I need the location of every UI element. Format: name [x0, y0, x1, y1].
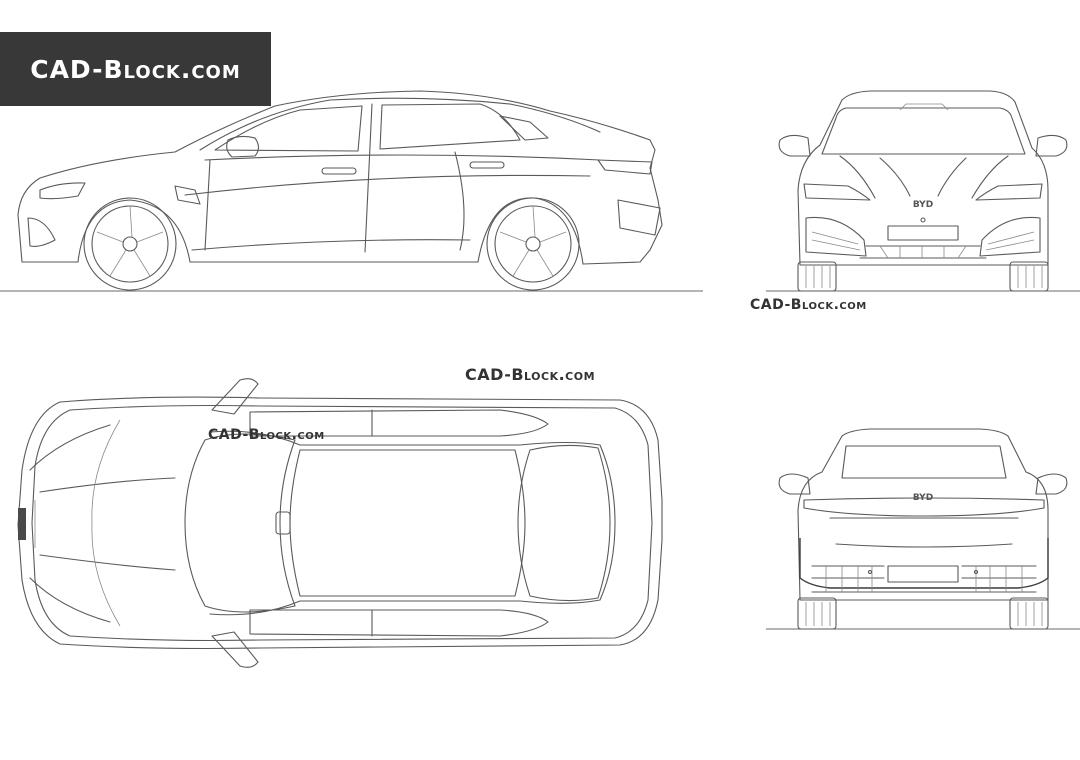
front-intake-left — [806, 217, 866, 256]
top-view — [18, 379, 662, 668]
front-license-plate — [888, 226, 958, 240]
side-rear-intake — [618, 200, 660, 235]
rear-mirror-right — [1036, 474, 1067, 494]
rear-sensor-right — [975, 571, 978, 574]
watermark-middle: CAD-Block.com — [465, 365, 596, 384]
front-headlight-left — [804, 184, 870, 200]
side-b-pillar — [365, 104, 372, 252]
side-door-front — [205, 160, 210, 250]
top-roof-outline — [210, 431, 615, 615]
side-rear-wheel — [487, 198, 579, 290]
rear-diffuser — [812, 566, 1036, 592]
top-mirror-left — [212, 379, 258, 414]
top-rear-window — [518, 445, 610, 600]
side-view — [0, 91, 703, 291]
rear-right-tyre — [1010, 598, 1048, 629]
top-body-outline — [18, 397, 662, 648]
banner-text: CAD-Block.com — [30, 54, 241, 84]
top-glass-roof — [290, 450, 525, 596]
rear-view: BYD — [766, 429, 1080, 629]
rear-license-plate — [888, 566, 958, 582]
side-front-window — [215, 106, 362, 151]
top-side-glass-left — [250, 410, 548, 436]
side-sill-line — [192, 240, 470, 250]
side-fender-vent — [175, 186, 200, 204]
rear-window — [842, 446, 1006, 478]
watermark-top-view: CAD-Block.com — [208, 427, 325, 443]
front-mirror-right — [1036, 135, 1067, 156]
top-side-glass-right — [250, 610, 548, 636]
side-mirror — [227, 136, 259, 157]
front-windshield — [822, 108, 1025, 154]
rear-trunk-line — [830, 518, 1018, 547]
side-door-handle-front — [322, 168, 356, 174]
top-sensor-module — [276, 512, 290, 534]
side-body-outline — [18, 91, 662, 264]
side-door-handle-rear — [470, 162, 504, 168]
front-intake-right — [980, 217, 1040, 256]
rear-byd-logo: BYD — [913, 493, 933, 503]
top-front-badge — [18, 508, 26, 540]
rear-mirror-left — [779, 474, 810, 494]
front-headlight-right — [976, 184, 1042, 200]
side-headlight — [40, 183, 85, 199]
front-mirror-left — [779, 135, 810, 156]
front-byd-logo: BYD — [913, 200, 933, 210]
side-character-line — [185, 175, 590, 195]
rear-bumper-panel — [800, 538, 1048, 588]
side-front-wheel — [84, 198, 176, 290]
watermark-front-view: CAD-Block.com — [750, 297, 867, 313]
side-quarter-window — [500, 116, 548, 140]
side-taillight — [598, 160, 652, 174]
top-inner-outline — [32, 406, 652, 641]
top-hood-lines — [30, 425, 175, 622]
rear-body-outline — [798, 429, 1048, 600]
side-rear-window — [380, 104, 520, 149]
top-windshield — [185, 434, 295, 612]
rear-left-tyre — [798, 598, 836, 629]
side-front-intake — [28, 218, 55, 246]
front-view: BYD — [766, 91, 1080, 291]
front-right-tyre — [1010, 262, 1048, 291]
side-door-rear-edge — [455, 152, 464, 250]
side-roof-line — [200, 98, 600, 150]
top-mirror-right — [212, 632, 258, 667]
front-left-tyre — [798, 262, 836, 291]
front-hood-lines — [840, 156, 1008, 198]
rear-light-bar — [804, 498, 1044, 516]
watermark-banner: CAD-Block.com — [0, 32, 271, 106]
side-beltline — [205, 155, 600, 160]
rear-sensor-left — [869, 571, 872, 574]
front-sensor — [921, 218, 925, 222]
front-splitter — [860, 246, 986, 258]
front-body-outline — [798, 91, 1048, 265]
